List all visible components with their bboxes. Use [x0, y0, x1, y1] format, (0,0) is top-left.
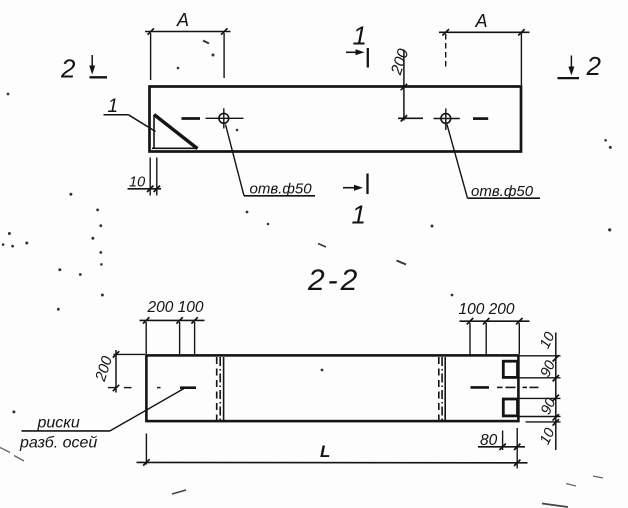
- svg-text:1: 1: [353, 21, 367, 51]
- svg-text:10: 10: [537, 330, 558, 351]
- svg-text:A: A: [475, 11, 488, 31]
- svg-text:риски: риски: [37, 415, 80, 432]
- svg-text:10: 10: [129, 175, 145, 191]
- svg-text:1: 1: [352, 200, 366, 230]
- svg-text:1: 1: [108, 96, 119, 117]
- svg-text:L: L: [320, 442, 330, 461]
- svg-text:2-2: 2-2: [307, 264, 360, 297]
- svg-text:10: 10: [537, 426, 558, 447]
- svg-text:отв.ф50: отв.ф50: [471, 183, 534, 200]
- svg-text:2: 2: [60, 54, 76, 84]
- svg-text:90: 90: [538, 396, 559, 417]
- svg-text:A: A: [176, 10, 189, 30]
- svg-text:разб. осей: разб. осей: [19, 435, 97, 452]
- svg-text:2: 2: [586, 51, 602, 81]
- svg-text:отв.ф50: отв.ф50: [250, 181, 313, 198]
- svg-text:200 100: 200 100: [147, 299, 204, 316]
- svg-text:100 200: 100 200: [459, 301, 515, 318]
- svg-text:80: 80: [480, 432, 498, 449]
- svg-text:90: 90: [538, 358, 559, 379]
